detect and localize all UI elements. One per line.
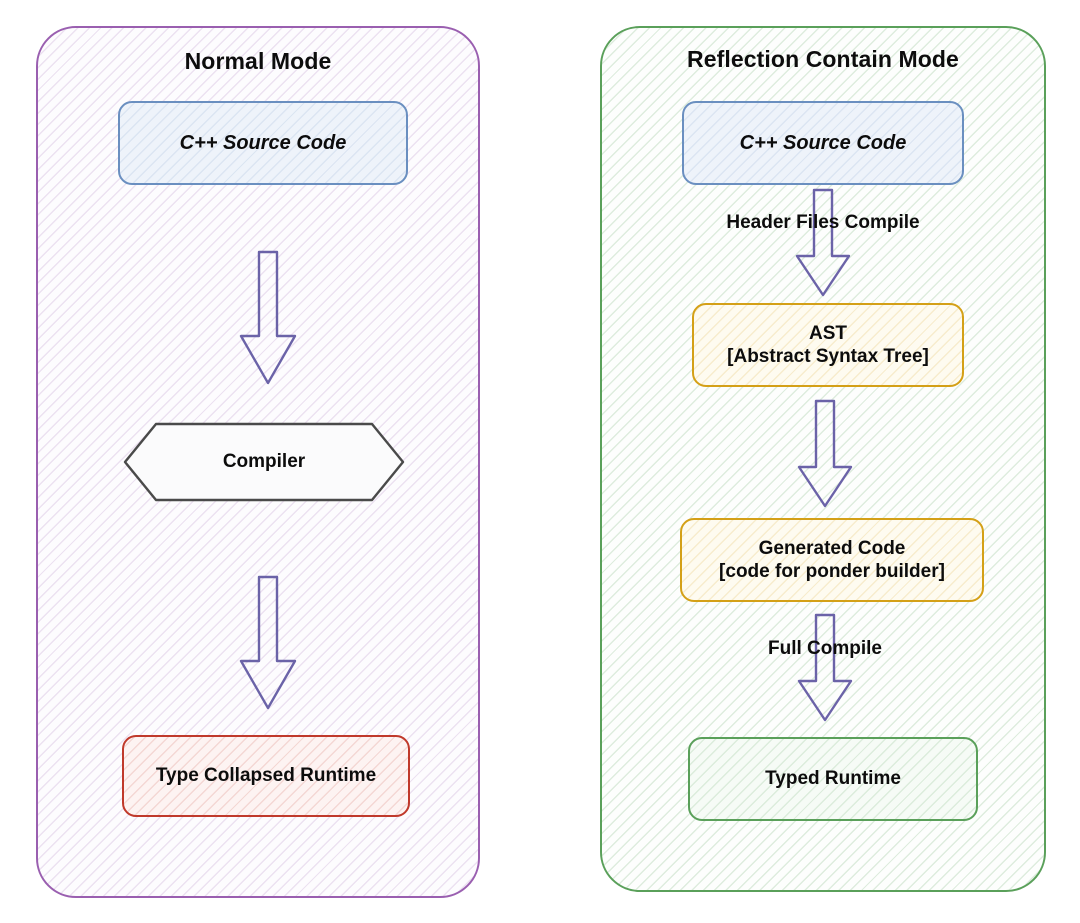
- node-label: Typed Runtime: [765, 768, 901, 790]
- node-label: AST [Abstract Syntax Tree]: [717, 322, 939, 368]
- node-label-line2: [code for ponder builder]: [719, 561, 945, 582]
- node-typed-runtime[interactable]: Typed Runtime: [688, 737, 978, 821]
- node-label-line1: Generated Code: [758, 537, 906, 559]
- panel-reflection-title: Reflection Contain Mode: [687, 46, 959, 72]
- node-label: Generated Code [code for ponder builder]: [709, 537, 955, 583]
- node-ast[interactable]: AST [Abstract Syntax Tree]: [692, 303, 964, 387]
- panel-normal-title: Normal Mode: [184, 48, 332, 74]
- node-cpp-source-code-reflection[interactable]: C++ Source Code: [682, 101, 964, 185]
- node-compiler[interactable]: Compiler: [122, 421, 406, 503]
- arrow-source-to-ast: [794, 188, 852, 298]
- hexagon-shape: [123, 422, 405, 502]
- node-type-collapsed-runtime[interactable]: Type Collapsed Runtime: [122, 735, 410, 817]
- node-label: Compiler: [222, 451, 306, 473]
- node-label-line1: AST: [809, 322, 847, 344]
- arrow-ast-to-generated-code: [796, 399, 854, 509]
- node-label-line2: [Abstract Syntax Tree]: [727, 346, 929, 367]
- edge-label-full-compile: Full Compile: [768, 638, 882, 659]
- node-label: Type Collapsed Runtime: [155, 765, 377, 787]
- node-cpp-source-code-normal[interactable]: C++ Source Code: [118, 101, 408, 185]
- node-generated-code[interactable]: Generated Code [code for ponder builder]: [680, 518, 984, 602]
- arrow-compiler-to-runtime: [237, 575, 299, 711]
- arrow-generated-code-to-typed-runtime: [796, 613, 854, 723]
- arrow-source-to-compiler: [237, 250, 299, 386]
- node-label: C++ Source Code: [739, 131, 907, 154]
- node-label: C++ Source Code: [179, 131, 347, 154]
- edge-label-header-files-compile: Header Files Compile: [726, 212, 920, 233]
